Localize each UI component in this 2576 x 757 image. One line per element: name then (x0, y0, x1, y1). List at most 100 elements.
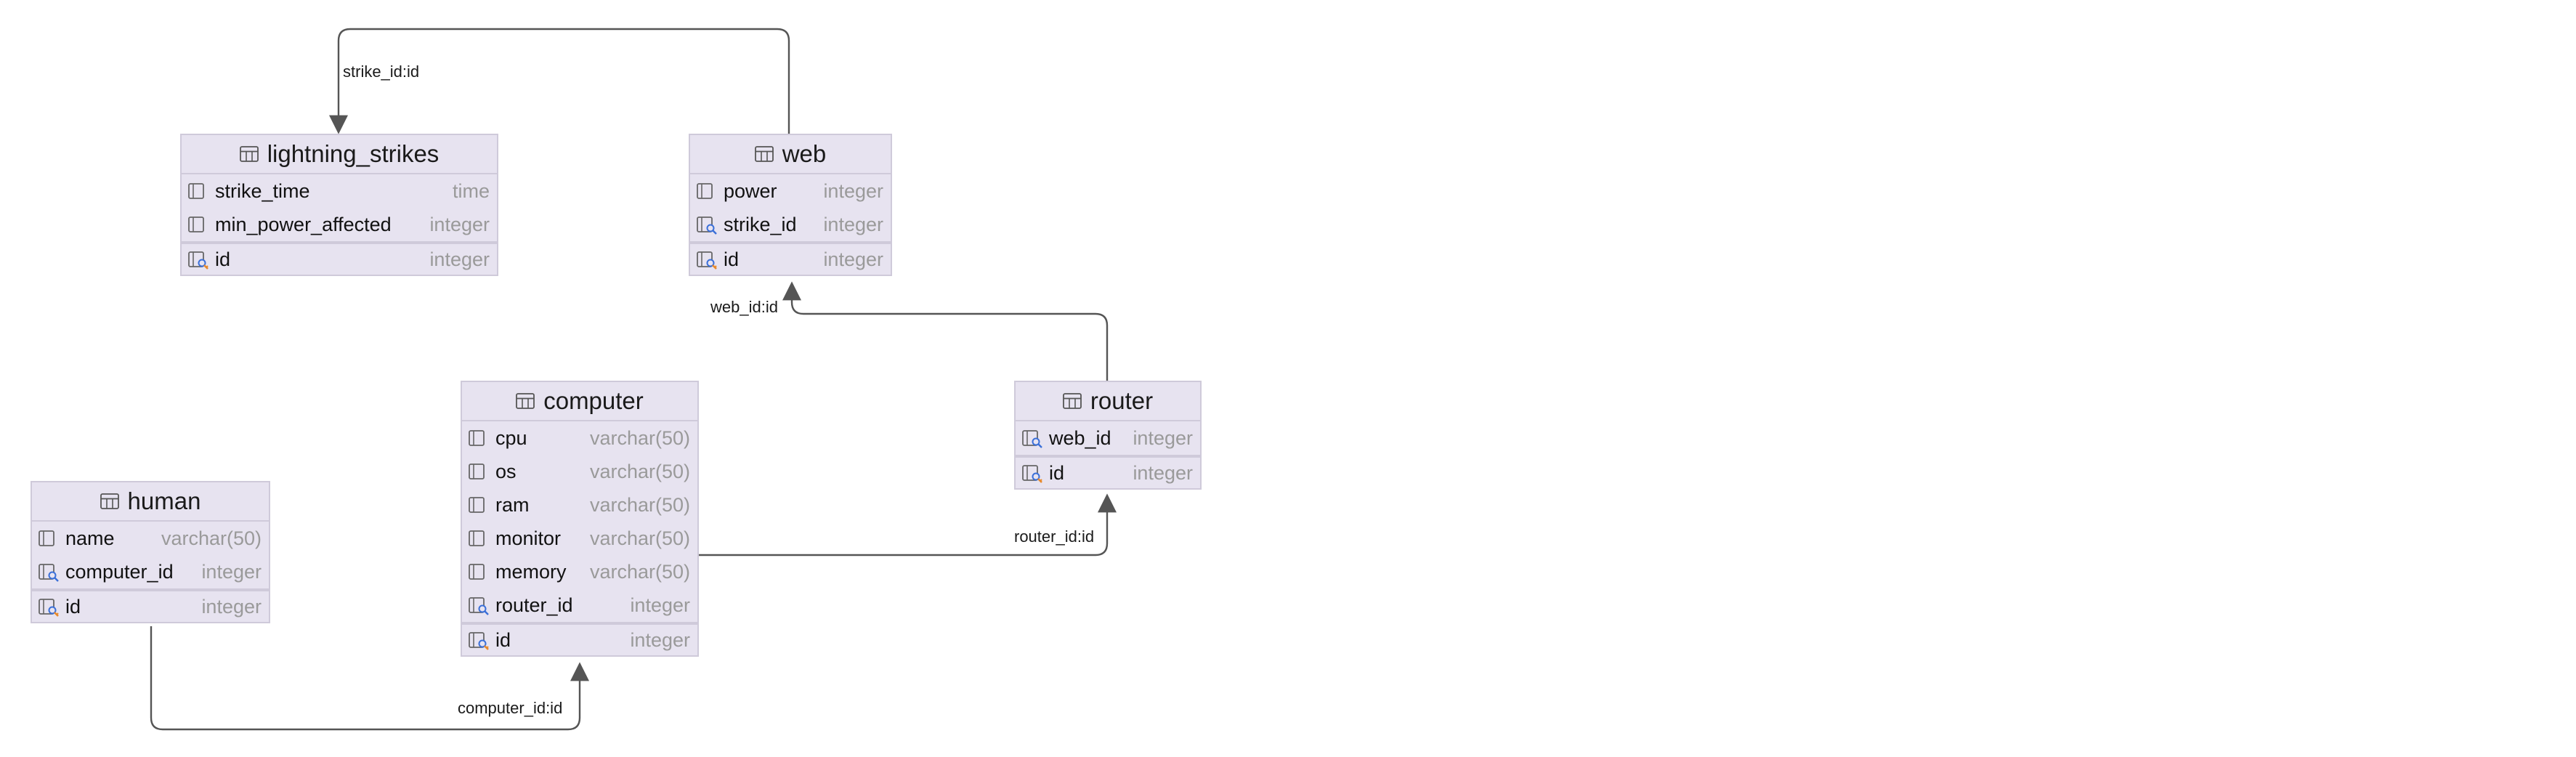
column-row[interactable]: strike_time time (182, 174, 497, 208)
column-icon (469, 564, 485, 580)
column-row[interactable]: monitor varchar(50) (462, 522, 697, 555)
column-name: monitor (495, 527, 562, 549)
primary-key-row[interactable]: id integer (182, 241, 497, 275)
column-type: integer (630, 628, 690, 651)
column-type: varchar(50) (589, 527, 690, 549)
column-type: integer (429, 248, 490, 270)
column-row[interactable]: name varchar(50) (32, 522, 269, 555)
column-type: integer (630, 594, 690, 616)
column-row[interactable]: os varchar(50) (462, 455, 697, 488)
foreign-key-icon (1022, 430, 1042, 448)
column-row[interactable]: memory varchar(50) (462, 555, 697, 588)
column-type: integer (201, 560, 262, 583)
column-row[interactable]: router_id integer (462, 588, 697, 622)
table-icon (100, 493, 119, 509)
column-type: integer (823, 213, 883, 235)
column-name: router_id (495, 594, 573, 616)
primary-key-icon (1022, 465, 1042, 483)
relation-edge-web-to-lightning-strikes[interactable] (329, 28, 790, 134)
table-header[interactable]: computer (462, 382, 697, 421)
column-name: web_id (1049, 426, 1111, 449)
column-name: power (724, 179, 777, 202)
column-type: integer (1133, 426, 1193, 449)
table-lightning-strikes[interactable]: lightning_strikes strike_time time min_powe… (180, 134, 498, 276)
table-computer[interactable]: computer cpu varchar(50) os varchar(50) ram va… (461, 381, 699, 657)
table-name: human (127, 487, 201, 514)
table-header[interactable]: web (690, 135, 891, 174)
table-name: computer (543, 387, 644, 414)
column-type: integer (823, 248, 883, 270)
primary-key-icon (39, 599, 59, 617)
primary-key-row[interactable]: id integer (1016, 455, 1200, 488)
table-icon (1062, 393, 1082, 409)
primary-key-icon (188, 251, 208, 270)
primary-key-icon (469, 632, 489, 650)
column-name: computer_id (65, 560, 174, 583)
primary-key-row[interactable]: id integer (462, 622, 697, 655)
column-name: min_power_affected (215, 213, 392, 235)
column-row[interactable]: web_id integer (1016, 421, 1200, 455)
column-name: id (495, 628, 511, 651)
table-icon (516, 393, 535, 409)
column-icon (39, 530, 54, 546)
column-name: strike_time (215, 179, 310, 202)
foreign-key-icon (469, 597, 489, 615)
column-row[interactable]: computer_id integer (32, 555, 269, 588)
column-name: id (65, 595, 81, 618)
column-name: memory (495, 560, 567, 583)
column-name: strike_id (724, 213, 797, 235)
primary-key-icon (697, 251, 717, 270)
column-icon (469, 430, 485, 446)
column-name: id (724, 248, 740, 270)
table-header[interactable]: router (1016, 382, 1200, 421)
column-name: cpu (495, 426, 527, 449)
column-icon (697, 183, 713, 199)
relation-edge-router-to-web[interactable] (782, 281, 1109, 381)
relation-label: strike_id:id (341, 62, 421, 81)
table-name: router (1090, 387, 1154, 414)
column-type: varchar(50) (589, 560, 690, 583)
column-name: name (65, 527, 115, 549)
table-header[interactable]: lightning_strikes (182, 135, 497, 174)
column-icon (188, 216, 204, 232)
column-icon (469, 530, 485, 546)
column-name: id (215, 248, 231, 270)
column-type: integer (429, 213, 490, 235)
relation-label: router_id:id (1013, 527, 1096, 546)
table-icon (239, 146, 259, 162)
column-icon (469, 497, 485, 513)
table-header[interactable]: human (32, 482, 269, 522)
relation-label: computer_id:id (456, 699, 564, 718)
table-name: web (782, 140, 827, 167)
column-row[interactable]: min_power_affected integer (182, 208, 497, 241)
primary-key-row[interactable]: id integer (690, 241, 891, 275)
column-type: varchar(50) (589, 426, 690, 449)
column-name: ram (495, 493, 530, 516)
column-type: varchar(50) (589, 460, 690, 482)
column-name: id (1049, 461, 1065, 484)
column-type: integer (823, 179, 883, 202)
column-type: integer (201, 595, 262, 618)
column-row[interactable]: cpu varchar(50) (462, 421, 697, 455)
column-type: varchar(50) (161, 527, 262, 549)
foreign-key-icon (697, 216, 717, 235)
column-icon (469, 463, 485, 479)
column-type: time (452, 179, 490, 202)
column-row[interactable]: strike_id integer (690, 208, 891, 241)
column-type: integer (1133, 461, 1193, 484)
column-row[interactable]: power integer (690, 174, 891, 208)
column-name: os (495, 460, 517, 482)
relation-label: web_id:id (709, 298, 779, 317)
table-name: lightning_strikes (267, 140, 440, 167)
table-icon (754, 146, 774, 162)
foreign-key-icon (39, 564, 59, 582)
column-icon (188, 183, 204, 199)
column-type: varchar(50) (589, 493, 690, 516)
column-row[interactable]: ram varchar(50) (462, 488, 697, 522)
primary-key-row[interactable]: id integer (32, 588, 269, 622)
